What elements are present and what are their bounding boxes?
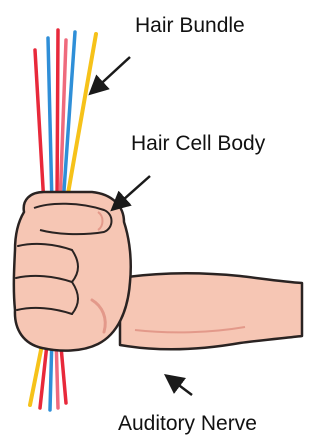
strand-blue-1 [48,38,52,205]
hair-bundle-arrow [92,57,130,92]
forearm [120,273,302,349]
hair-cell-body-arrow [114,176,150,208]
auditory-nerve-arrow [168,377,192,395]
hair-bundle-strands [35,30,96,205]
strand-red-2 [57,30,58,205]
strand-red-1 [35,50,44,205]
